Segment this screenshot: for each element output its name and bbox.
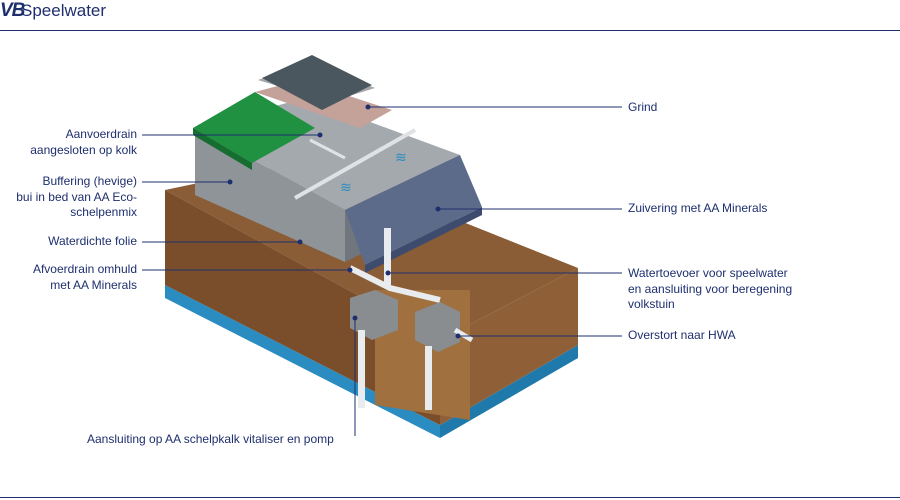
label-line: Aansluiting op AA schelpkalk vitaliser e… [87, 432, 334, 446]
gravel-dark-top [262, 55, 372, 110]
grass-surface [193, 92, 315, 163]
label-grind: Grind [628, 100, 657, 116]
supply-pipe [384, 228, 391, 288]
overflow-outlet [453, 327, 474, 343]
outflow-drain-pipe [348, 265, 441, 303]
label-line: Aanvoerdrain [65, 127, 137, 141]
purification-layer-top [345, 155, 482, 265]
pump-pipe [358, 330, 365, 408]
label-line: aangesloten op kolk [30, 142, 137, 157]
groundwater-layer-front [165, 285, 440, 438]
label-watertoevoer: Watertoevoer voor speelwater en aansluit… [628, 266, 792, 313]
grass-edge [193, 128, 252, 170]
soil-side [440, 268, 578, 425]
footer-divider [0, 497, 900, 498]
overflow-shaft [415, 302, 460, 352]
soil-front [165, 190, 440, 425]
water-wave-icon: ≋ [395, 150, 407, 166]
label-line: met AA Minerals [50, 277, 137, 292]
label-line: Buffering (hevige) [42, 174, 138, 188]
label-waterdichte-folie: Waterdichte folie [48, 234, 137, 250]
label-line: Zuivering met AA Minerals [628, 201, 768, 215]
pump-shaft [350, 290, 398, 340]
buffer-bed-front [195, 128, 345, 262]
label-line: bui in bed van AA Eco- [16, 189, 137, 204]
label-line: en aansluiting voor beregening [628, 281, 793, 296]
label-line: Waterdichte folie [48, 234, 137, 248]
label-overstort: Overstort naar HWA [628, 328, 736, 344]
label-line: Afvoerdrain omhuld [32, 262, 137, 276]
header-divider [0, 30, 900, 31]
overflow-pipe [425, 346, 432, 410]
label-zuivering: Zuivering met AA Minerals [628, 201, 767, 217]
header: VB Speelwater [0, 0, 900, 30]
supply-drain-strip [294, 128, 416, 200]
label-line: Watertoevoer voor speelwater [628, 266, 788, 280]
purification-layer-side [365, 207, 482, 273]
label-afvoerdrain: Afvoerdrain omhuld met AA Minerals [33, 262, 137, 293]
label-aansluiting: Aansluiting op AA schelpkalk vitaliser e… [87, 432, 334, 448]
water-wave-icon: ≋ [340, 180, 352, 196]
label-line: volkstuin [628, 297, 675, 311]
label-line: Grind [628, 100, 658, 114]
label-aanvoerdrain: Aanvoerdrain aangesloten op kolk [30, 127, 137, 158]
drain-strip-2 [309, 138, 346, 160]
page-title: Speelwater [21, 1, 107, 20]
label-line: Overstort naar HWA [628, 328, 736, 342]
label-buffering: Buffering (hevige) bui in bed van AA Eco… [16, 174, 137, 221]
label-line: schelpenmix [70, 205, 137, 219]
groundwater-layer-side [440, 345, 578, 438]
brand-logo: VB [0, 0, 25, 21]
